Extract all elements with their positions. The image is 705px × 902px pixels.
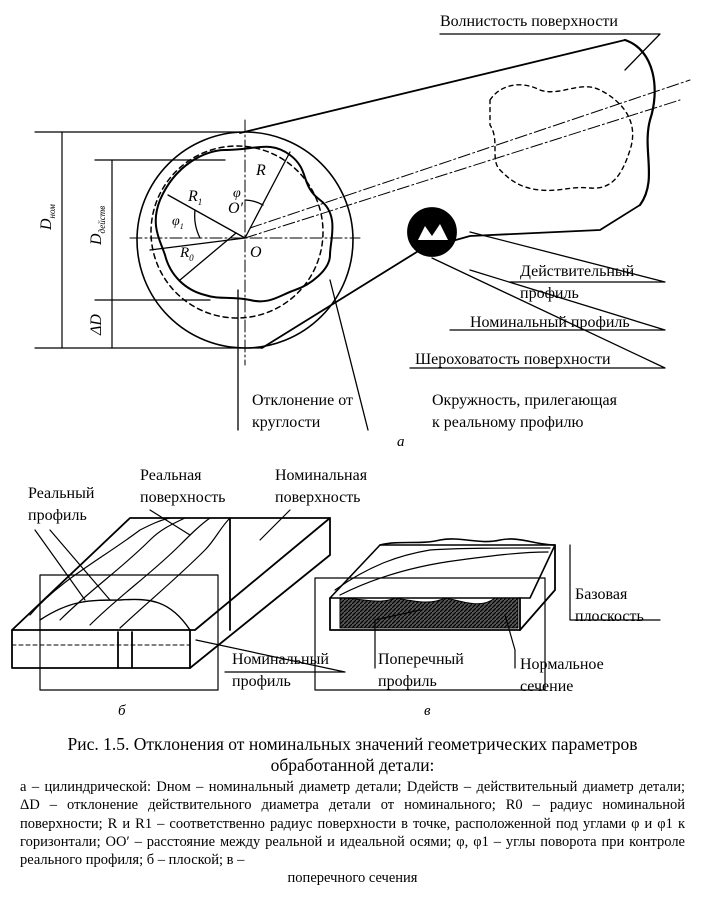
label-adjacent-circle-2: к реальному профилю bbox=[432, 414, 584, 431]
label-nominal-profile-b-1: Номинальный bbox=[232, 651, 329, 668]
symbol-phi1: φ1 bbox=[172, 214, 184, 231]
caption-body-text: а – цилиндрической: Dном – номинальный д… bbox=[20, 779, 685, 869]
label-real-surface-2: поверхность bbox=[140, 489, 226, 506]
label-real-surface-1: Реальная bbox=[140, 467, 202, 484]
label-sub-a: а bbox=[397, 434, 405, 450]
figure-caption: Рис. 1.5. Отклонения от номинальных знач… bbox=[0, 734, 705, 776]
label-cross-profile-1: Поперечный bbox=[378, 651, 464, 668]
label-adjacent-circle-1: Окружность, прилегающая bbox=[432, 392, 617, 409]
caption-body-last: поперечного сечения bbox=[287, 870, 418, 887]
symbol-o-prime: O′ bbox=[228, 200, 244, 217]
label-waviness: Волнистость поверхности bbox=[440, 13, 618, 30]
cylinder-body bbox=[239, 38, 656, 349]
symbol-phi: φ bbox=[233, 186, 241, 201]
label-base-plane-2: плоскость bbox=[575, 608, 644, 625]
label-nominal-profile: Номинальный профиль bbox=[470, 314, 630, 331]
label-normal-section-1: Нормальное bbox=[520, 656, 604, 673]
adjacent-circle bbox=[150, 145, 324, 319]
plate-b bbox=[11, 509, 346, 691]
symbol-r: R bbox=[256, 162, 266, 179]
label-normal-section-2: сечение bbox=[520, 678, 574, 695]
section-v bbox=[314, 538, 661, 691]
label-sub-v: в bbox=[424, 703, 431, 719]
label-base-plane-1: Базовая bbox=[575, 586, 628, 603]
symbol-d-act: Dдейств bbox=[88, 205, 108, 245]
label-roundness-deviation-1: Отклонение от bbox=[252, 392, 353, 409]
caption-body: а – цилиндрической: Dном – номинальный д… bbox=[20, 778, 685, 888]
figure-drawing bbox=[11, 33, 691, 691]
label-nominal-surface-2: поверхность bbox=[275, 489, 361, 506]
label-roundness-deviation-2: круглости bbox=[252, 414, 321, 431]
caption-title-line-2: обработанной детали: bbox=[270, 755, 435, 775]
symbol-r0: R0 bbox=[180, 245, 194, 263]
label-real-profile-2: профиль bbox=[28, 507, 87, 524]
label-sub-b: б bbox=[118, 703, 126, 719]
label-roughness: Шероховатость поверхности bbox=[415, 351, 611, 368]
symbol-delta-d: ΔD bbox=[88, 314, 105, 335]
label-nominal-profile-b-2: профиль bbox=[232, 673, 291, 690]
label-nominal-surface-1: Номинальная bbox=[275, 467, 368, 484]
roughness-blob bbox=[407, 207, 457, 257]
symbol-r1: R1 bbox=[188, 188, 203, 208]
label-real-profile-1: Реальный bbox=[28, 485, 95, 502]
label-actual-profile-1: Действительный bbox=[520, 263, 635, 280]
real-profile-contour bbox=[154, 145, 334, 303]
caption-title-line-1: Рис. 1.5. Отклонения от номинальных знач… bbox=[67, 734, 638, 754]
symbol-d-nom: Dном bbox=[38, 204, 58, 230]
symbol-o: O bbox=[250, 244, 262, 261]
label-actual-profile-2: профиль bbox=[520, 285, 579, 302]
label-cross-profile-2: профиль bbox=[378, 673, 437, 690]
